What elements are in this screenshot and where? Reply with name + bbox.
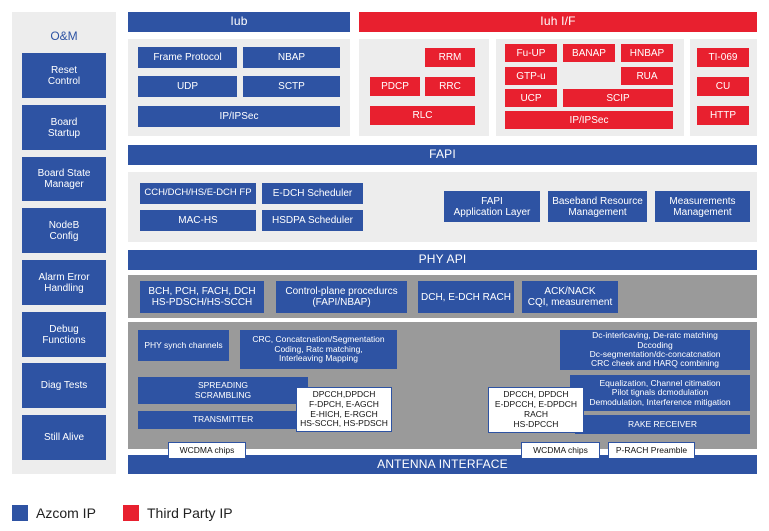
iuh-rrc: RRC: [425, 77, 475, 96]
om-alarm-error-handling: Alarm Error Handling: [22, 260, 106, 305]
iuh-scip: SCIP: [563, 89, 673, 107]
iuh-cu: CU: [697, 77, 749, 96]
fapi-mac-hs: MAC-HS: [140, 210, 256, 231]
iuh-fu-up: Fu-UP: [505, 44, 557, 62]
iuh-rua: RUA: [621, 67, 673, 85]
phy-api-header: PHY API: [128, 250, 757, 270]
fapi-edch-scheduler: E-DCH Scheduler: [262, 183, 363, 204]
iuh-pdcp: PDCP: [370, 77, 420, 96]
phy-spreading-scrambling: SPREADING SCRAMBLING: [138, 377, 308, 404]
iuh-rrm: RRM: [425, 48, 475, 67]
fapi-hsdpa-scheduler: HSDPA Scheduler: [262, 210, 363, 231]
om-reset-control: Reset Control: [22, 53, 106, 98]
phy-transmitter: TRANSMITTER: [138, 411, 308, 429]
iuh-rlc: RLC: [370, 106, 475, 125]
fapi-application-layer: FAPI Application Layer: [444, 191, 540, 222]
om-nodeb-config: NodeB Config: [22, 208, 106, 253]
iub-udp: UDP: [138, 76, 237, 97]
om-board-startup: Board Startup: [22, 105, 106, 150]
fapi-baseband-resource-management: Baseband Resource Management: [548, 191, 647, 222]
phy-api-channels: BCH, PCH, FACH, DCH HS-PDSCH/HS-SCCH: [140, 281, 264, 313]
wcdma-chips-rx: WCDMA chips: [521, 442, 600, 459]
phy-rake-receiver: RAKE RECEIVER: [575, 415, 750, 434]
om-diag-tests: Diag Tests: [22, 363, 106, 408]
legend-azcom-label: Azcom IP: [36, 505, 96, 521]
phy-synch-channels: PHY synch channels: [138, 330, 229, 361]
iub-sctp: SCTP: [243, 76, 340, 97]
om-title: O&M: [50, 29, 78, 43]
phy-crc-coding: CRC, Concatcnation/Segmentation Coding, …: [240, 330, 397, 369]
iuh-header: Iuh I/F: [359, 12, 757, 32]
iub-ip-ipsec: IP/IPSec: [138, 106, 340, 127]
iuh-ip-ipsec: IP/IPSec: [505, 111, 673, 129]
legend-third-party-swatch: [123, 505, 139, 521]
iuh-http: HTTP: [697, 106, 749, 125]
iub-nbap: NBAP: [243, 47, 340, 68]
om-still-alive: Still Alive: [22, 415, 106, 460]
antenna-interface: ANTENNA INTERFACE: [128, 455, 757, 474]
wcdma-chips-tx: WCDMA chips: [168, 442, 246, 459]
legend-azcom-swatch: [12, 505, 28, 521]
phy-ul-channels: DPCCH, DPDCH E-DPCCH, E-DPDCH RACH HS-DP…: [488, 387, 584, 433]
om-board-state-manager: Board State Manager: [22, 157, 106, 201]
iuh-gtp-u: GTP-u: [505, 67, 557, 85]
phy-equalization: Equalization, Channel citimation Pilot t…: [570, 375, 750, 411]
iub-frame-protocol: Frame Protocol: [138, 47, 237, 68]
phy-dc-interleaving: Dc-interlcaving, De-ratc matching Dccodi…: [560, 330, 750, 370]
fapi-fp: CCH/DCH/HS/E-DCH FP: [140, 183, 256, 204]
iuh-banap: BANAP: [563, 44, 615, 62]
iub-header: Iub: [128, 12, 350, 32]
fapi-measurements-management: Measurements Management: [655, 191, 750, 222]
legend-third-party-label: Third Party IP: [147, 505, 233, 521]
fapi-header: FAPI: [128, 145, 757, 165]
om-debug-functions: Debug Functions: [22, 312, 106, 357]
phy-api-control-plane: Control-plane procedurcs (FAPI/NBAP): [276, 281, 407, 313]
prach-preamble: P-RACH Preamble: [608, 442, 695, 459]
iuh-ucp: UCP: [505, 89, 557, 107]
phy-api-dch-rach: DCH, E-DCH RACH: [418, 281, 514, 313]
phy-api-ack-nack: ACK/NACK CQI, measurement: [522, 281, 618, 313]
phy-dl-channels: DPCCH,DPDCH F-DPCH, E-AGCH E-HICH, E-RGC…: [296, 387, 392, 432]
iuh-ti-069: TI-069: [697, 48, 749, 67]
iuh-hnbap: HNBAP: [621, 44, 673, 62]
